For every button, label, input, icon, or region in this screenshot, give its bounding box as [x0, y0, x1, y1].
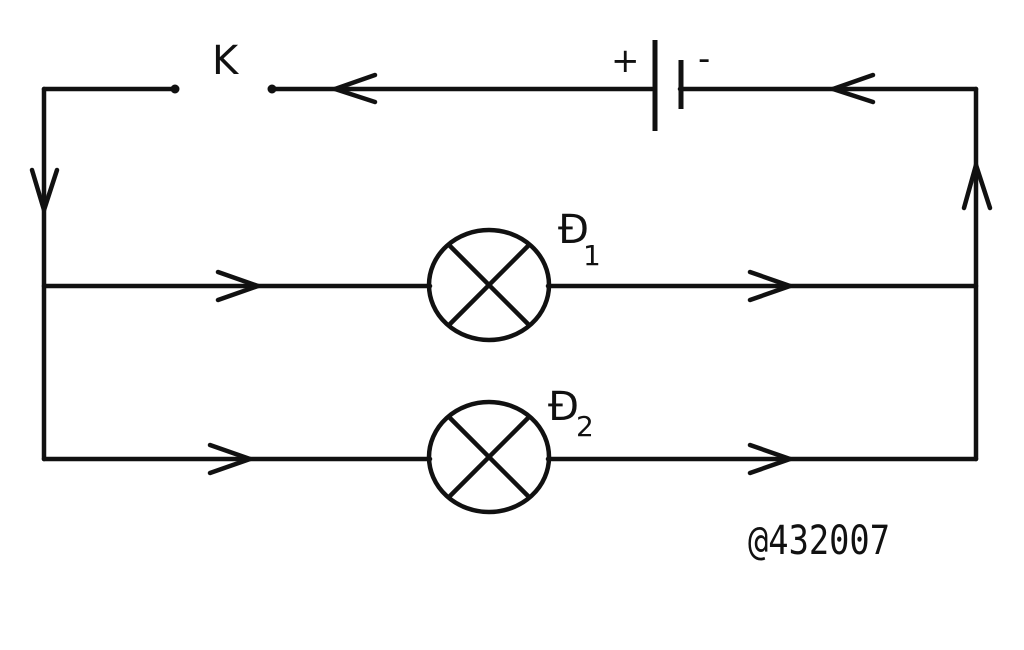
arrow-branch1-right-right	[747, 269, 793, 303]
arrow-branch1-left-right	[215, 269, 261, 303]
lamp-2-ring	[426, 399, 552, 515]
lamp-1-name: Đ	[558, 207, 589, 253]
arrow-right-up	[961, 162, 993, 211]
arrow-left-down	[29, 167, 60, 213]
lamp-2-subscript: 2	[576, 410, 594, 443]
battery-minus-label: -	[698, 39, 710, 79]
switch-contact-right	[267, 84, 277, 94]
arrow-top-right-left	[830, 72, 876, 105]
lamp-2-cross-b	[446, 414, 532, 500]
lamp-1-ring	[426, 227, 552, 343]
arrow-branch2-right-right	[747, 442, 793, 476]
lamp-1	[426, 227, 552, 343]
watermark-label: @432007	[748, 518, 890, 564]
lamp-2-name: Đ	[548, 384, 579, 430]
lamp-1-subscript: 1	[583, 239, 601, 272]
arrow-top-middle-left	[332, 72, 378, 105]
battery-plus-label: +	[611, 41, 640, 81]
lamp-2-label: Đ	[548, 384, 579, 430]
lamp-1-cross-b	[446, 242, 532, 328]
arrow-branch2-left-right	[207, 442, 253, 476]
switch-contact-left	[170, 84, 180, 94]
switch-label: K	[212, 38, 240, 84]
lamp-2	[426, 399, 552, 515]
lamp-1-label: Đ	[558, 207, 589, 253]
